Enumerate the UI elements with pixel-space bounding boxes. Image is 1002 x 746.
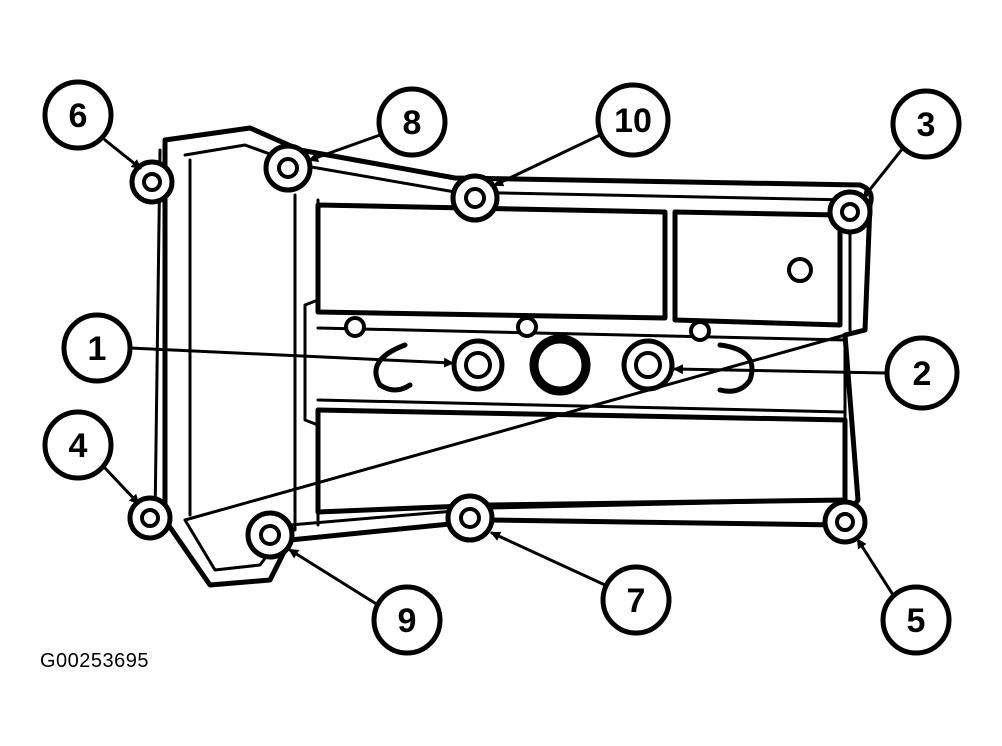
figure-id-caption: G00253695 [40, 650, 150, 672]
bolt-9 [245, 510, 295, 560]
callout-1: 1 [61, 312, 133, 384]
callout-10: 10 [595, 82, 671, 158]
bolt-3 [827, 189, 873, 235]
bolt-5 [822, 499, 868, 545]
svg-text:5: 5 [907, 602, 926, 640]
svg-text:10: 10 [614, 102, 652, 140]
svg-text:1: 1 [88, 330, 107, 368]
svg-text:8: 8 [403, 104, 422, 142]
leader-lines [103, 133, 905, 607]
callout-5: 5 [880, 584, 952, 656]
bolt-8 [263, 143, 313, 193]
svg-text:3: 3 [917, 106, 936, 144]
bolt-6 [129, 159, 175, 205]
svg-text:7: 7 [627, 582, 646, 620]
bolt-1-inner [464, 351, 492, 379]
callout-8: 8 [376, 86, 448, 158]
callout-2: 2 [884, 335, 960, 411]
callout-6: 6 [42, 79, 114, 151]
callout-4: 4 [42, 409, 114, 481]
perimeter-bolts [127, 143, 873, 560]
svg-text:6: 6 [69, 97, 88, 135]
upper-cam-box [315, 202, 843, 328]
callout-3: 3 [890, 88, 962, 160]
callout-9: 9 [371, 584, 443, 656]
bolt-4 [127, 495, 173, 541]
svg-text:9: 9 [398, 602, 417, 640]
center-spine [316, 316, 847, 414]
svg-text:4: 4 [69, 427, 88, 465]
bolt-7 [445, 493, 495, 543]
svg-text:2: 2 [913, 355, 932, 393]
lower-cam-box [315, 407, 848, 515]
left-channel [293, 193, 320, 532]
small-boss-right [689, 320, 711, 342]
callouts: 6 8 10 3 1 2 4 9 [42, 79, 962, 656]
small-boss-middle [516, 316, 538, 338]
small-boss-left [344, 316, 366, 338]
callout-7: 7 [600, 564, 672, 636]
bolt-2-inner [634, 351, 662, 379]
center-fittings [373, 334, 755, 396]
oil-filler-seal [529, 334, 591, 396]
bolt-10 [450, 173, 500, 223]
upper-plug [787, 257, 813, 283]
